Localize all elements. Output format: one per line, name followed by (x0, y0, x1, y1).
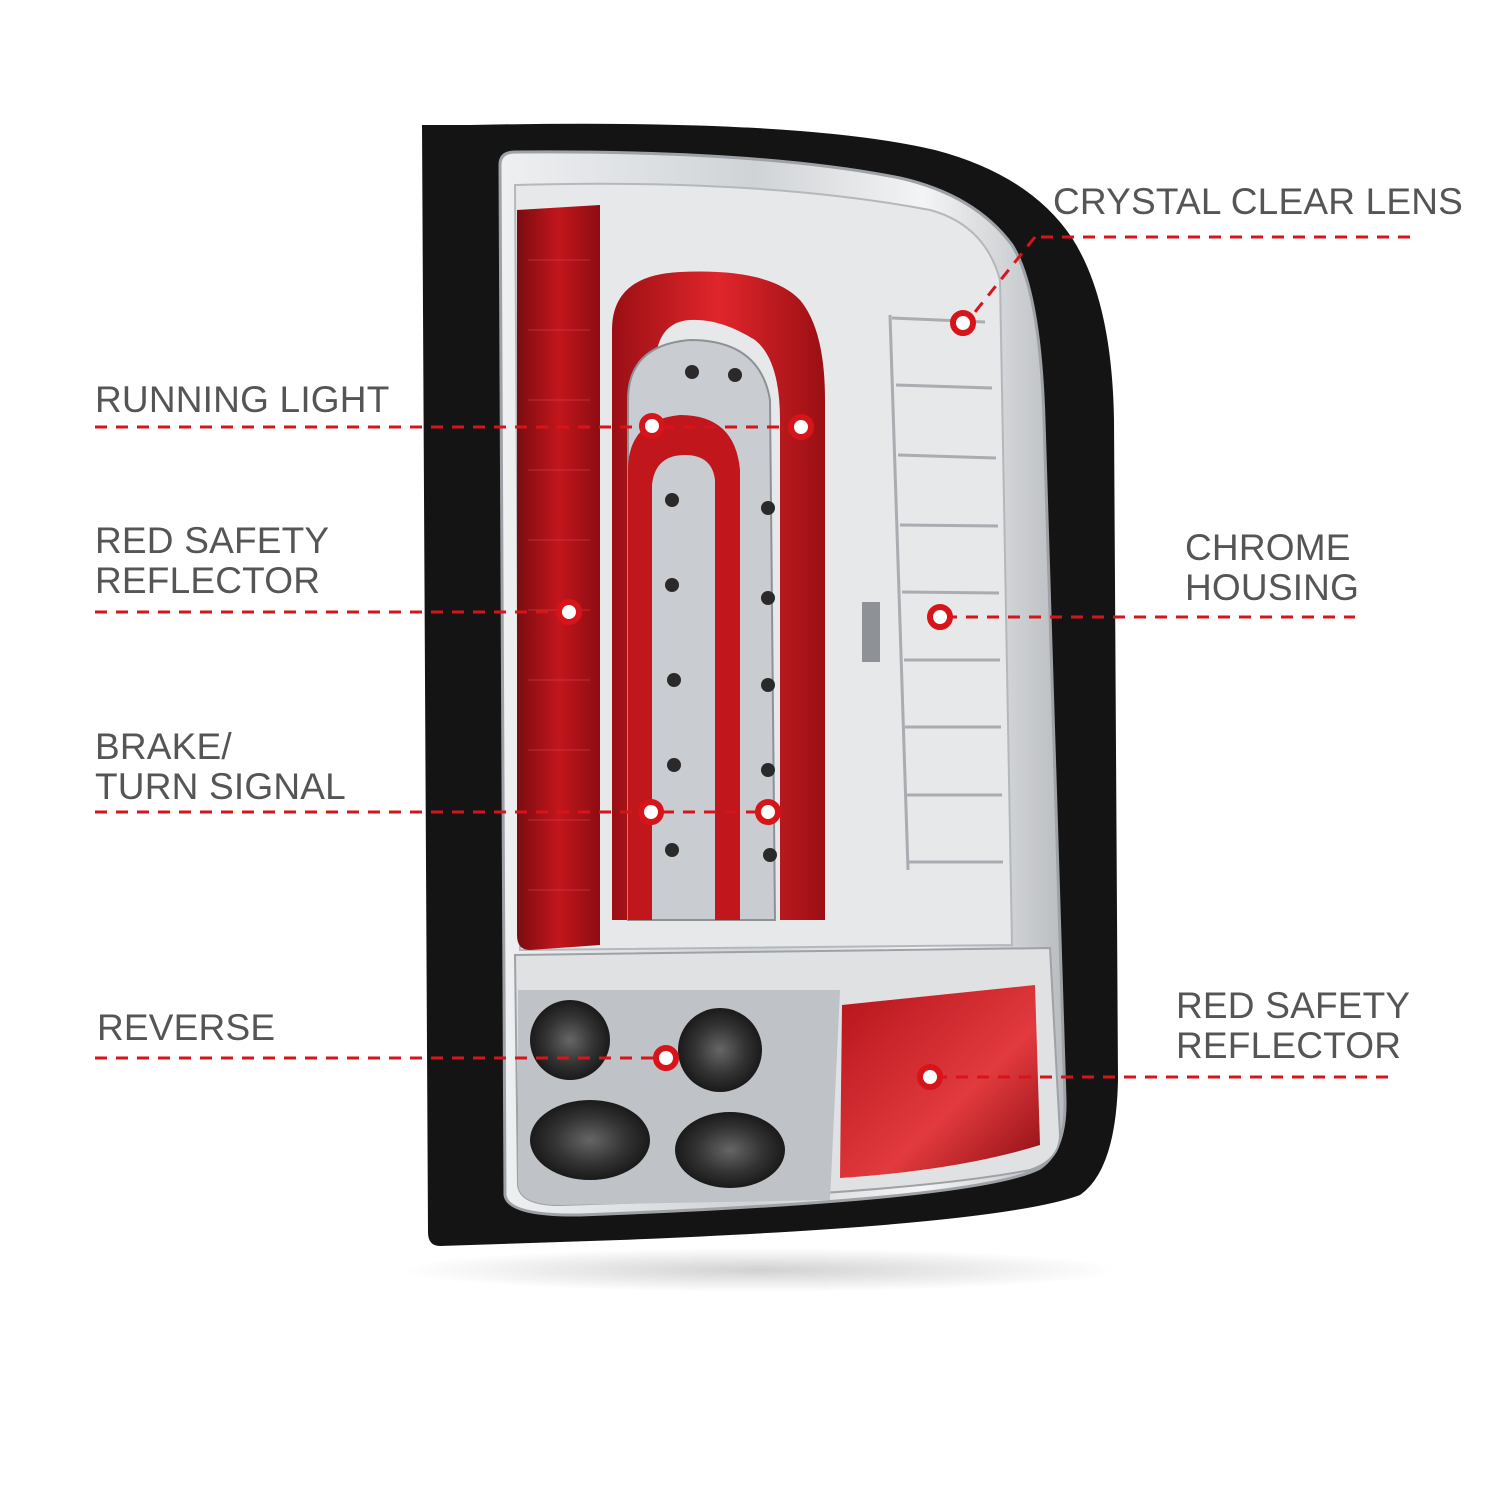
chrome-housing-dot (927, 604, 953, 630)
callout-lines (95, 235, 1410, 1079)
label-line: RUNNING LIGHT (95, 379, 390, 420)
label-line: REVERSE (97, 1007, 276, 1048)
label-brake-turn-signal: BRAKE/ TURN SIGNAL (95, 727, 346, 807)
housing-tab (862, 602, 880, 662)
label-line: TURN SIGNAL (95, 766, 346, 807)
running-light-dot-outer (788, 414, 814, 440)
red-reflector-right-dot (917, 1064, 943, 1090)
label-chrome-housing: CHROME HOUSING (1185, 528, 1359, 608)
running-light-dot-inner (639, 413, 665, 439)
floor-shadow (400, 1248, 1120, 1292)
label-line: HOUSING (1185, 567, 1360, 608)
led-pods (665, 365, 777, 862)
left-red-reflector (517, 205, 600, 950)
label-crystal-clear-lens: CRYSTAL CLEAR LENS (1053, 182, 1463, 222)
label-red-safety-reflector-left: RED SAFETY REFLECTOR (95, 521, 329, 601)
label-running-light: RUNNING LIGHT (95, 380, 390, 420)
crystal-lens-diagonal (965, 236, 1037, 323)
reverse-dot (653, 1045, 679, 1071)
label-line: CRYSTAL CLEAR LENS (1053, 181, 1464, 222)
label-line: RED SAFETY (95, 520, 330, 561)
chrome-fins (888, 314, 1003, 871)
crystal-lens-dot (950, 310, 976, 336)
label-line: REFLECTOR (1176, 1025, 1402, 1066)
label-line: REFLECTOR (95, 560, 321, 601)
brake-turn-dot-right (755, 799, 781, 825)
label-line: CHROME (1185, 527, 1351, 568)
reverse-bulbs (530, 1000, 785, 1188)
brake-turn-dot-left (638, 799, 664, 825)
inner-red-u (628, 415, 740, 920)
label-red-safety-reflector-right: RED SAFETY REFLECTOR (1176, 986, 1410, 1066)
label-reverse: REVERSE (97, 1008, 275, 1048)
callout-dots (556, 310, 976, 1090)
label-line: RED SAFETY (1176, 985, 1411, 1026)
red-reflector-left-dot (556, 599, 582, 625)
label-line: BRAKE/ (95, 726, 232, 767)
